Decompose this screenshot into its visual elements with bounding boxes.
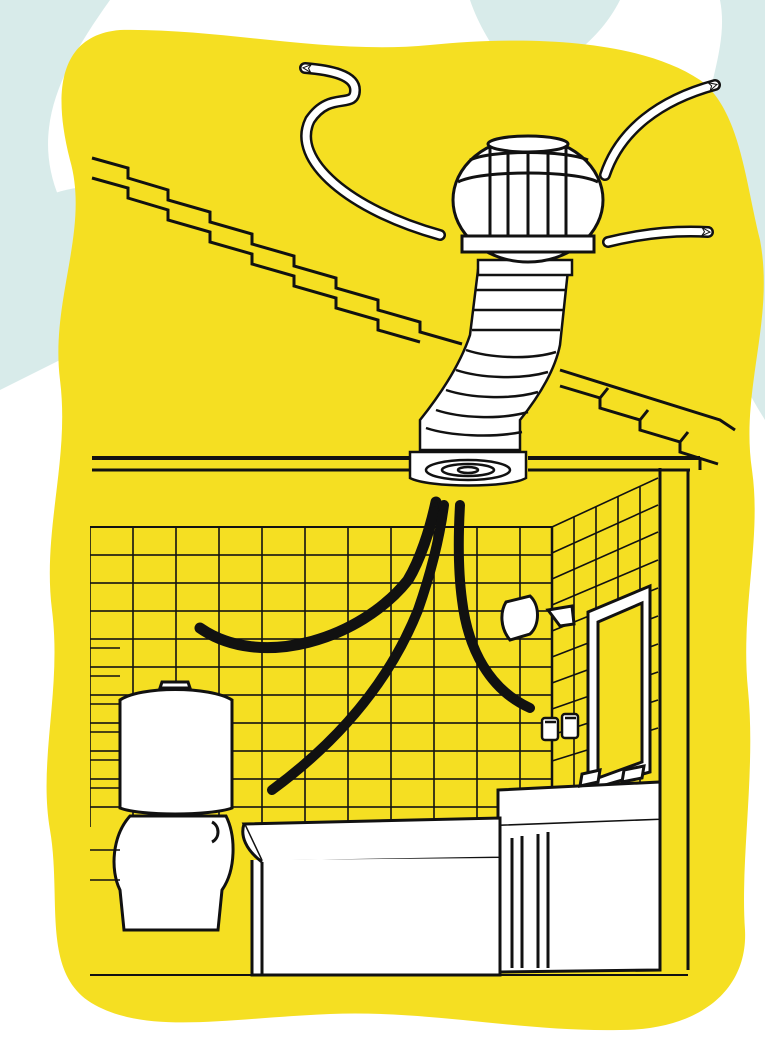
toilet xyxy=(114,682,233,930)
bathtub xyxy=(243,818,500,975)
turbine-vent xyxy=(453,136,603,262)
vanity xyxy=(498,766,660,972)
mirror xyxy=(588,586,650,790)
ceiling-grille xyxy=(410,452,526,486)
